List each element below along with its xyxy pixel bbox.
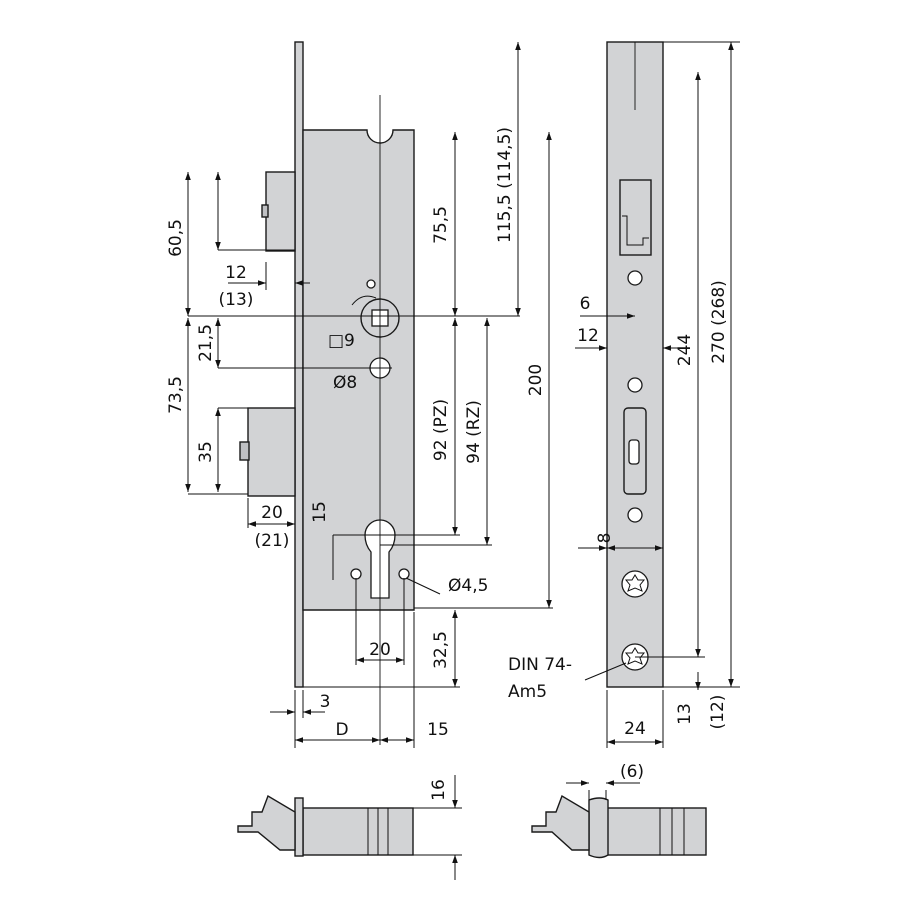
- forend-section-right: [588, 797, 609, 859]
- label-244: 244: [675, 334, 695, 366]
- fixing-hole-right: [398, 568, 410, 580]
- label-21-5: 21,5: [196, 324, 216, 362]
- label-square-9: □9: [328, 331, 355, 351]
- latch-bolt: [265, 171, 296, 252]
- label-24: 24: [624, 719, 646, 739]
- label-bottom-6: (6): [620, 762, 644, 782]
- front-view: [239, 41, 415, 745]
- side-dimensions: [575, 41, 740, 748]
- deadbolt-slot: [628, 439, 640, 465]
- screw-hole-top: [366, 279, 376, 289]
- label-din-74: DIN 74-: [508, 655, 572, 675]
- screw-2: [627, 377, 643, 393]
- latch-pin: [261, 204, 269, 218]
- screw-1: [627, 270, 643, 286]
- side-view: [606, 41, 664, 688]
- label-12: 12: [225, 263, 247, 283]
- star-shape-1: [624, 574, 646, 592]
- label-20-bolt: 20: [261, 503, 283, 523]
- label-side-6: 6: [580, 294, 591, 314]
- label-3: 3: [320, 692, 331, 712]
- latch-section-right: [531, 794, 590, 851]
- dead-bolt: [247, 407, 296, 497]
- label-200: 200: [526, 364, 546, 396]
- screw-3: [627, 507, 643, 523]
- label-60-5: 60,5: [166, 219, 186, 257]
- fixing-hole-left: [350, 568, 362, 580]
- front-dimensions: [185, 42, 553, 748]
- label-75-5: 75,5: [431, 206, 451, 244]
- latch-section-left: [237, 794, 296, 851]
- latch-opening: [619, 179, 652, 256]
- bottom-view-left: 16: [237, 775, 462, 880]
- case-section-right: [599, 807, 707, 856]
- label-dia-8: Ø8: [333, 373, 357, 393]
- label-32-5: 32,5: [431, 631, 451, 669]
- label-d: D: [335, 720, 348, 740]
- label-am5: Am5: [508, 682, 547, 702]
- label-21: (21): [255, 531, 290, 551]
- label-13: (13): [219, 290, 254, 310]
- label-side-8: 8: [595, 533, 615, 544]
- label-20-cyl: 20: [369, 640, 391, 660]
- forend-plate: [294, 41, 304, 688]
- bottom-view-right: (6): [531, 762, 707, 859]
- label-side-12b: (12): [708, 695, 728, 730]
- label-dia-4-5: Ø4,5: [448, 576, 488, 596]
- case-section-left: [302, 807, 414, 856]
- label-16: 16: [429, 779, 449, 801]
- label-side-13: 13: [675, 703, 695, 725]
- label-92-pz: 92 (PZ): [431, 399, 451, 461]
- label-94-rz: 94 (RZ): [464, 400, 484, 464]
- lock-case: [302, 129, 415, 611]
- star-shape-2: [624, 647, 646, 665]
- forend-section-left: [294, 797, 304, 857]
- latch-profile: [622, 215, 649, 246]
- follower-lever: [351, 295, 377, 306]
- label-15-bottom: 15: [427, 720, 449, 740]
- label-15-top: 15: [310, 501, 330, 523]
- label-35: 35: [196, 441, 216, 463]
- label-73-5: 73,5: [166, 376, 186, 414]
- label-115-5: 115,5 (114,5): [495, 127, 515, 243]
- front-labels: 60,5 12 (13) 21,5 73,5 35 20 (21) 75,5 1…: [166, 127, 546, 740]
- dead-bolt-pin: [239, 441, 250, 461]
- side-labels: 6 12 244 270 (268) 8 DIN 74- Am5 13 (12)…: [508, 280, 729, 739]
- label-side-12: 12: [577, 326, 599, 346]
- label-270: 270 (268): [709, 280, 729, 364]
